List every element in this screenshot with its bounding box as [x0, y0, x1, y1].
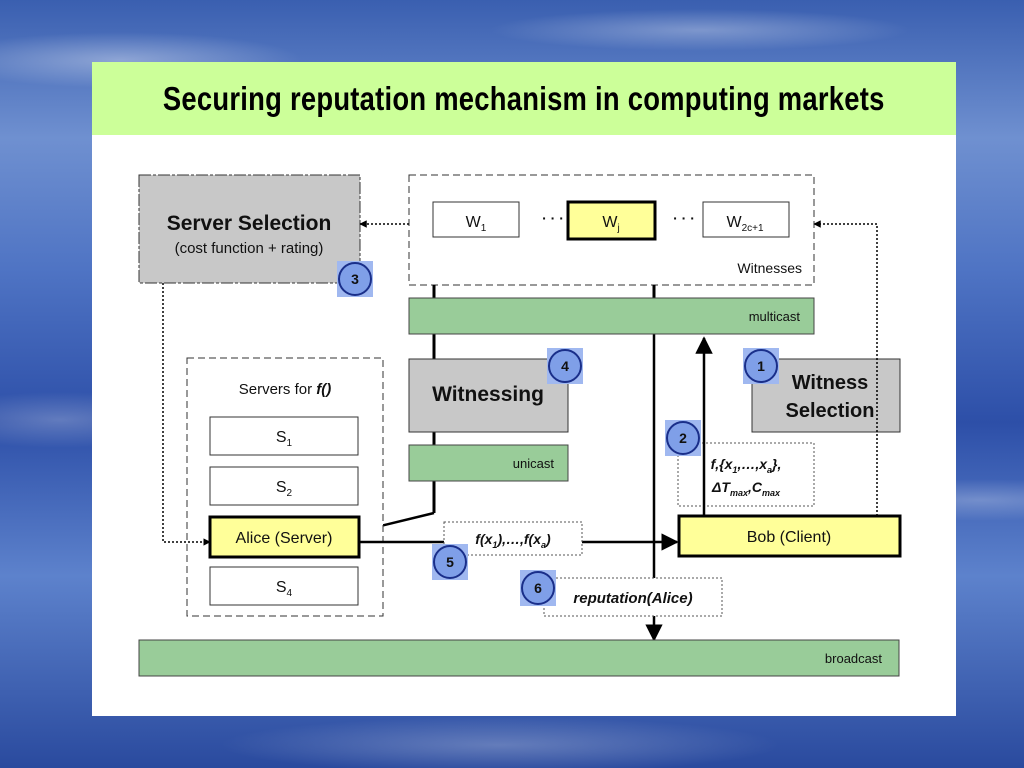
witness-wj-label: W	[602, 214, 618, 231]
witness-w1-label: W	[466, 214, 482, 231]
servers-group: Servers for f() S1 S2 Alice (Server) S4	[186, 357, 384, 617]
svg-text:4: 4	[561, 358, 569, 374]
svg-text:W2c+1: W2c+1	[726, 214, 764, 234]
reputation-box: reputation(Alice)	[543, 577, 723, 617]
svg-text:S2: S2	[276, 479, 293, 499]
multicast-bus: multicast	[408, 297, 815, 335]
unicast-label: unicast	[513, 456, 555, 471]
svg-text:S4: S4	[276, 579, 293, 599]
witnesses-label: Witnesses	[737, 260, 802, 276]
title-bar: Securing reputation mechanism in computi…	[92, 62, 956, 135]
alice-server	[208, 515, 361, 559]
server-s4	[209, 566, 359, 606]
bob-client: Bob (Client)	[677, 514, 902, 558]
server-selection-title: Server Selection	[167, 212, 332, 235]
svg-text:S1: S1	[276, 429, 293, 449]
step-4-marker: 4	[547, 348, 583, 384]
witnessing-label: Witnessing	[432, 383, 544, 406]
svg-text:f(x1),…,f(xa): f(x1),…,f(xa)	[475, 531, 551, 550]
witness-w2c1	[702, 201, 790, 238]
server-s2	[209, 466, 359, 506]
step-6-marker: 6	[520, 570, 556, 606]
witness-selection-line1: Witness	[792, 372, 869, 394]
svg-text:ΔTmax,Cmax: ΔTmax,Cmax	[711, 479, 781, 498]
multicast-label: multicast	[749, 309, 801, 324]
witnessing-box: Witnessing	[408, 358, 569, 433]
results-box: f(x1),…,f(xa)	[443, 521, 583, 556]
svg-text:Wj: Wj	[602, 214, 619, 234]
step-3-marker: 3	[337, 261, 373, 297]
server-s1	[209, 416, 359, 456]
svg-text:6: 6	[534, 580, 542, 596]
step-1-marker: 1	[743, 348, 779, 384]
step-2-marker: 2	[665, 420, 701, 456]
broadcast-bus: broadcast	[138, 639, 900, 677]
reputation-label: reputation(Alice)	[573, 590, 692, 607]
witness-w2c1-label: W	[726, 214, 742, 231]
results-label: f(x	[475, 531, 493, 547]
request-params-line1: f,{x	[711, 456, 734, 472]
request-params-line2: ΔT	[711, 479, 731, 495]
server-s1-label: S	[276, 429, 287, 446]
server-selection-box: Server Selection (cost function + rating…	[138, 174, 361, 284]
witness-wj	[566, 200, 657, 241]
witness-ellipsis-left: · · ·	[542, 210, 564, 226]
svg-text:2: 2	[679, 430, 687, 446]
bob-client-label: Bob (Client)	[747, 529, 831, 546]
svg-text:Servers for f(): Servers for f()	[239, 381, 332, 398]
unicast-bus: unicast	[408, 444, 569, 482]
witness-w1	[432, 201, 520, 238]
svg-text:W1: W1	[466, 214, 487, 234]
slide-title: Securing reputation mechanism in computi…	[163, 79, 885, 117]
servers-title: Servers for	[239, 381, 317, 398]
broadcast-label: broadcast	[825, 651, 882, 666]
server-s4-label: S	[276, 579, 287, 596]
svg-text:f,{x1,…,xa},: f,{x1,…,xa},	[711, 456, 782, 475]
step-5-marker: 5	[432, 544, 468, 580]
slide: Securing reputation mechanism in computi…	[92, 62, 956, 716]
svg-text:1: 1	[757, 358, 765, 374]
witness-selection-line2: Selection	[786, 400, 875, 422]
protocol-diagram: Server Selection (cost function + rating…	[138, 174, 902, 677]
svg-text:3: 3	[351, 271, 359, 287]
witnesses-group: W1 · · · Wj · · · W2c+1 Witnesses	[408, 174, 815, 286]
witness-ellipsis-right: · · ·	[673, 210, 695, 226]
server-s2-label: S	[276, 479, 287, 496]
svg-text:5: 5	[446, 554, 454, 570]
server-selection-subtitle: (cost function + rating)	[175, 240, 324, 257]
alice-server-label: Alice (Server)	[236, 530, 333, 547]
